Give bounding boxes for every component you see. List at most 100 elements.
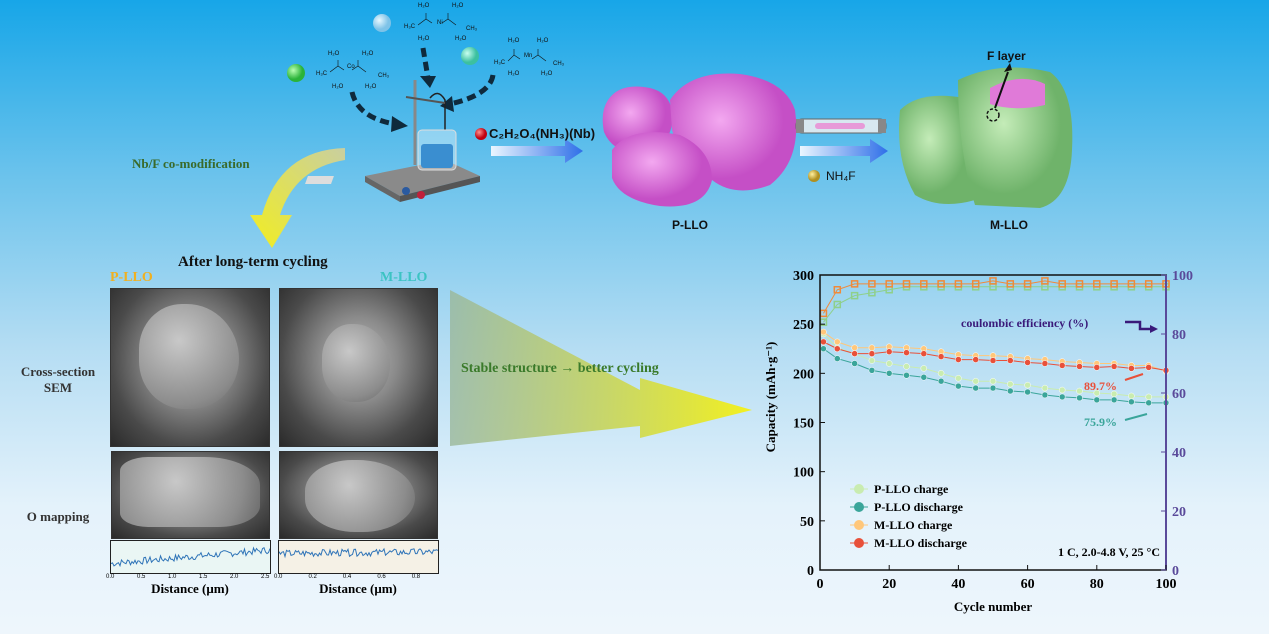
data-point (851, 360, 858, 367)
data-point (820, 338, 827, 346)
data-point (1024, 359, 1031, 366)
x-tick-label: 100 (1156, 577, 1177, 592)
data-point (833, 300, 842, 309)
conditions-label: 1 C, 2.0-4.8 V, 25 °C (1058, 545, 1160, 559)
legend-marker (854, 484, 864, 494)
data-point (1058, 393, 1066, 401)
y2-tick-label: 100 (1172, 269, 1193, 284)
svg-text:H₃C: H₃C (316, 71, 328, 77)
svg-text:H₂O: H₂O (418, 3, 430, 9)
data-point (1093, 364, 1101, 371)
y-tick-label: 300 (793, 269, 814, 284)
data-point (868, 344, 876, 352)
legend-marker (854, 502, 864, 512)
tube-furnace-icon (795, 118, 887, 134)
legend-label: P-LLO charge (874, 482, 949, 496)
row-label-o-mapping: O mapping (26, 509, 90, 524)
data-point (989, 377, 997, 385)
data-point (1110, 396, 1118, 404)
data-point (1145, 399, 1152, 407)
svg-text:H₂O: H₂O (508, 38, 520, 44)
nb-ball-icon (475, 128, 487, 140)
data-point (1024, 381, 1031, 389)
svg-text:CH₃: CH₃ (553, 61, 565, 67)
data-point (820, 345, 827, 352)
svg-text:Co: Co (347, 64, 355, 70)
y2-tick-label: 80 (1172, 328, 1186, 343)
m-llo-particle-icon (899, 63, 1073, 208)
data-point (920, 350, 928, 357)
data-point (937, 280, 945, 288)
y-tick-label: 0 (807, 564, 814, 579)
data-point (885, 370, 893, 377)
data-point (868, 280, 876, 288)
svg-text:H₂O: H₂O (537, 38, 549, 44)
svg-text:H₂O: H₂O (332, 84, 344, 90)
p-llo-label: P-LLO (672, 218, 708, 232)
data-point (1110, 280, 1118, 288)
x-tick-label: 0 (817, 577, 824, 592)
svg-text:H₂O: H₂O (365, 84, 377, 90)
data-point (1145, 364, 1152, 371)
y2-tick-label: 40 (1172, 446, 1186, 461)
ni-ion-ball-icon (373, 14, 391, 32)
data-point (1041, 384, 1049, 392)
svg-text:H₂O: H₂O (328, 51, 340, 57)
data-point (1128, 365, 1135, 372)
data-point (1110, 363, 1118, 370)
data-point (1007, 387, 1014, 395)
y-axis-label: Capacity (mAh·g⁻¹) (763, 342, 778, 453)
svg-text:Mn: Mn (524, 53, 532, 59)
profile-tick-label: 0.4 (342, 574, 352, 580)
data-point (1145, 393, 1152, 401)
ce-arrow-icon (1125, 320, 1152, 331)
profile-tick-label: 2.5 (261, 574, 270, 580)
data-point (903, 363, 910, 370)
modification-label: Nb/F co-modification (132, 156, 250, 171)
data-point (885, 348, 893, 355)
data-point (1041, 391, 1049, 399)
p-retention-label: 75.9% (1084, 415, 1117, 429)
sem-image-m-llo-cross-section (279, 288, 438, 447)
m-retention-arrow-icon (1124, 373, 1144, 381)
data-point (833, 286, 842, 294)
data-point (1076, 387, 1083, 395)
nb-reagent-label: C₂H₂O₄(NH₃)(Nb) (489, 126, 596, 141)
data-point (850, 280, 859, 288)
x-axis-label: Cycle number (954, 599, 1033, 614)
data-point (989, 357, 997, 364)
series-p-llo-discharge (820, 345, 1170, 407)
data-point (1128, 392, 1135, 400)
data-point (955, 356, 962, 363)
data-point (1058, 362, 1066, 369)
profile-tick-label: 0.8 (411, 574, 421, 580)
legend-label: M-LLO discharge (874, 536, 968, 550)
legend-marker (854, 520, 864, 530)
data-point (902, 280, 911, 288)
y2-tick-label: 20 (1172, 505, 1186, 520)
data-point (955, 375, 962, 382)
y-tick-label: 200 (793, 367, 814, 382)
sem-image-p-llo-o-mapping (111, 451, 270, 539)
o-profile-line-p-llo (110, 546, 271, 568)
data-point (1058, 386, 1066, 394)
profile-tick-label: 0.2 (308, 574, 317, 580)
series-line (823, 280, 1166, 314)
data-point (903, 349, 910, 356)
sem-panel-title: After long-term cycling (178, 254, 328, 270)
data-point (972, 384, 979, 392)
data-point (920, 365, 928, 372)
svg-text:H₃C: H₃C (494, 60, 506, 66)
data-point (972, 356, 979, 363)
data-point (885, 360, 893, 367)
magnetic-stirrer-beaker-icon (305, 80, 480, 202)
data-point (1023, 280, 1032, 288)
data-point (885, 280, 893, 288)
series-line (823, 286, 1166, 323)
data-point (850, 291, 859, 300)
y-tick-label: 50 (800, 515, 814, 530)
f-layer-label: F layer (987, 49, 1026, 63)
data-point (1128, 398, 1135, 406)
